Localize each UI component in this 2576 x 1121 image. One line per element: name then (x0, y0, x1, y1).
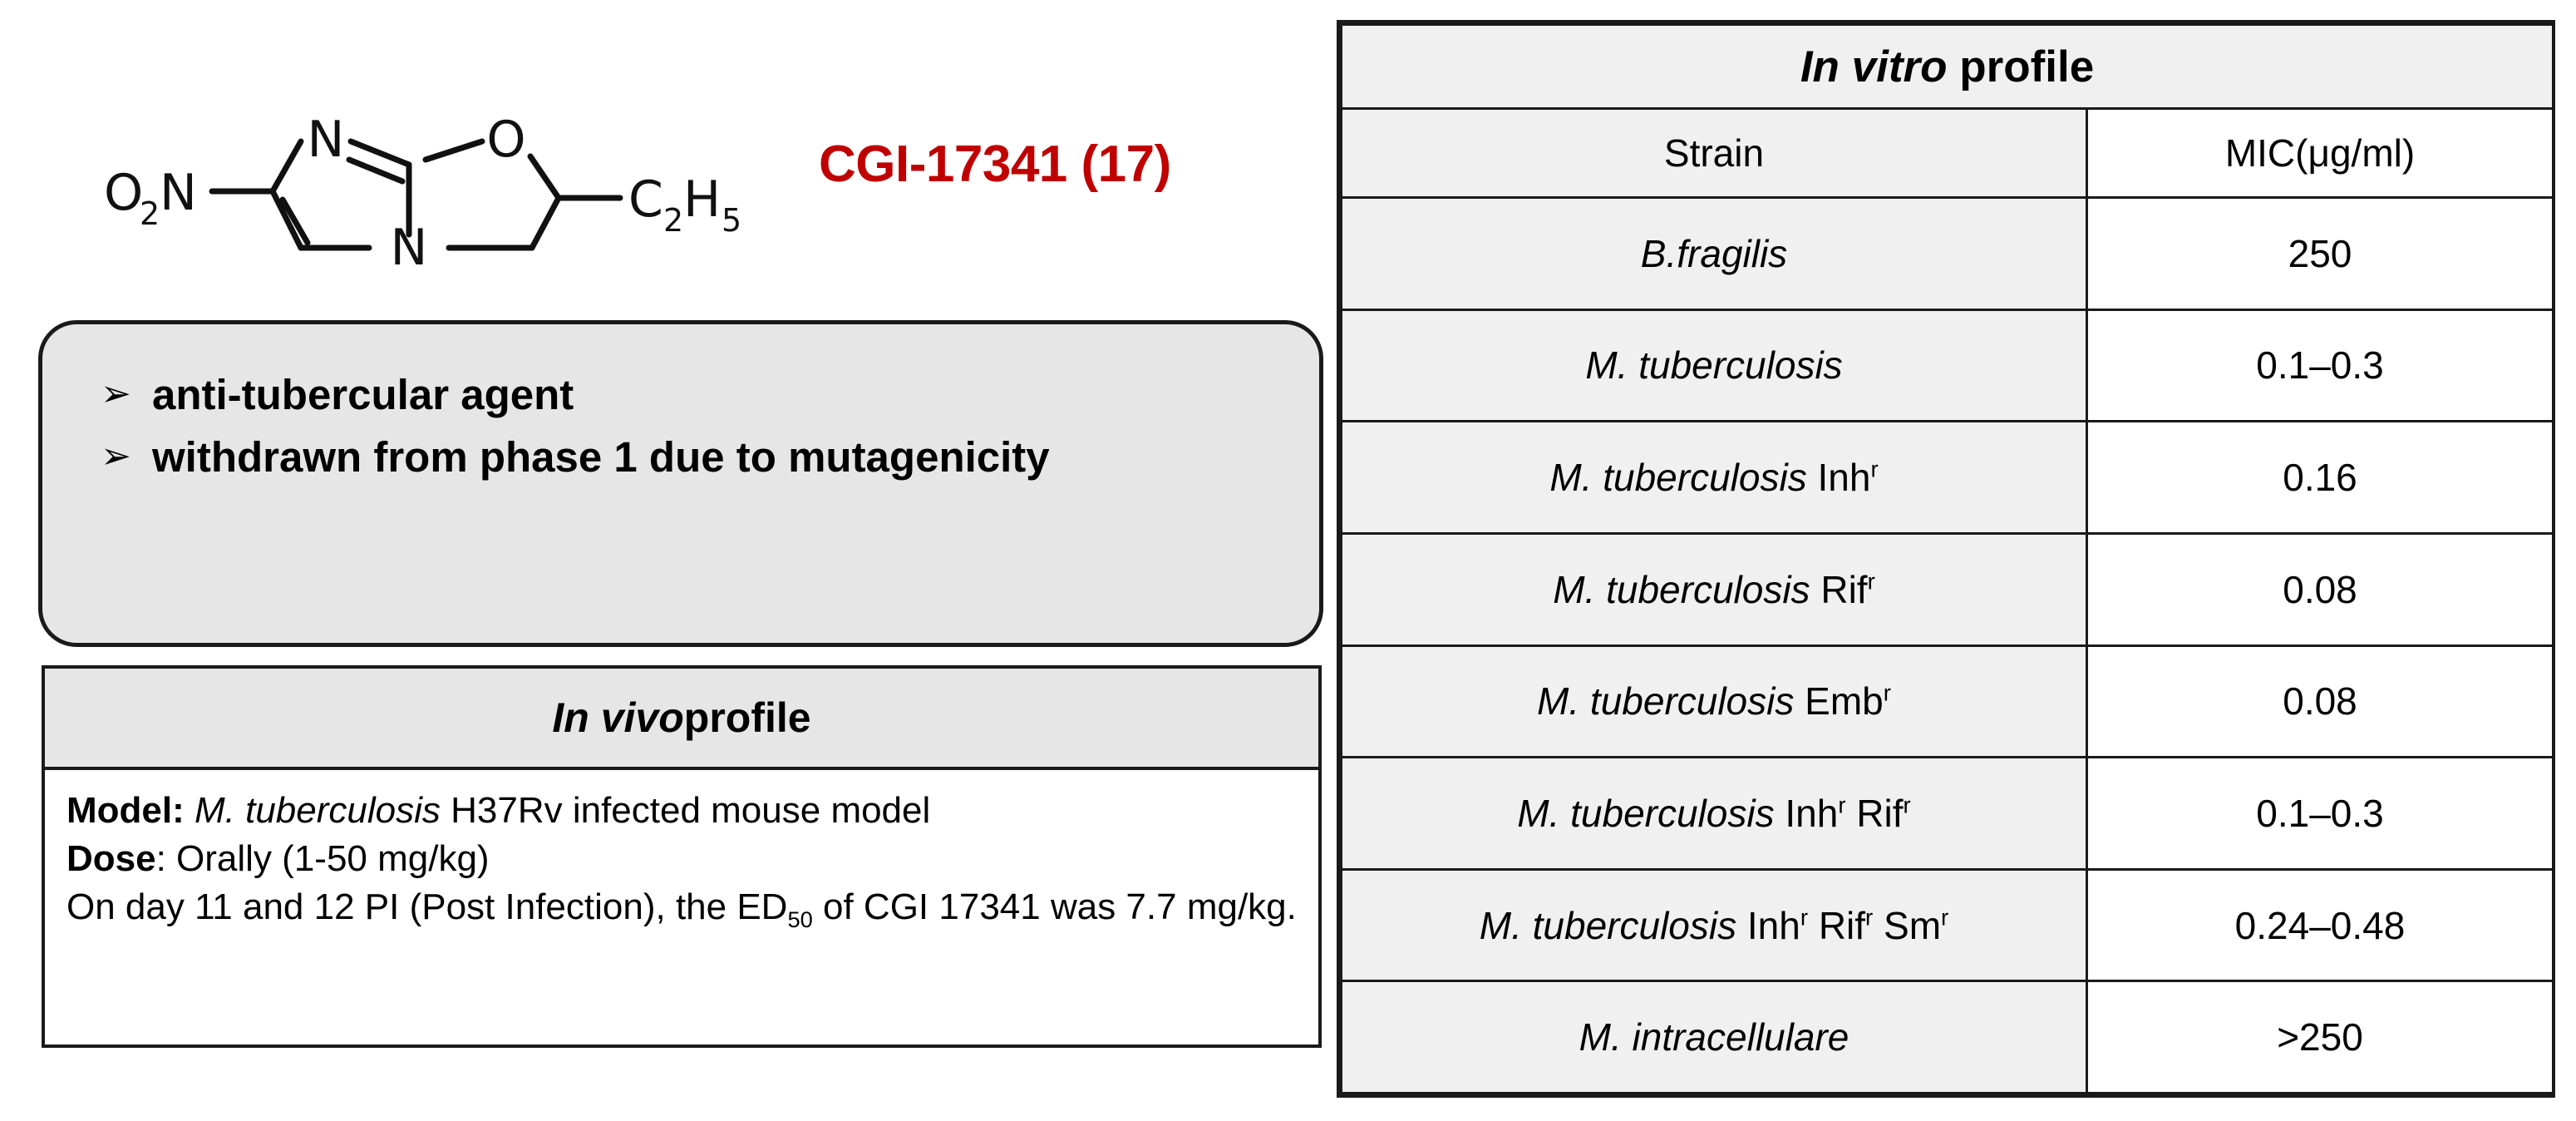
in-vivo-model-rest: H37Rv infected mouse model (440, 790, 931, 831)
table-header-row: Strain MIC(μg/ml) (1340, 107, 2554, 199)
key-facts-callout-box: ➢ anti-tubercular agent ➢ withdrawn from… (38, 320, 1323, 647)
svg-text:N: N (160, 164, 197, 222)
cell-strain: M. tuberculosis Embr (1340, 644, 2088, 759)
cell-mic: 0.24–0.48 (2086, 867, 2554, 983)
in-vivo-ed50-pre: On day 11 and 12 PI (Post Infection), th… (66, 886, 788, 928)
in-vivo-title-rest: profile (683, 694, 811, 741)
resistance-marker: Inhr Rifr (1774, 791, 1911, 835)
cell-strain: M. tuberculosis Rifr (1340, 531, 2088, 647)
in-vitro-title-rest: profile (1947, 42, 2095, 91)
in-vivo-title-italic: In vivo (552, 694, 684, 741)
in-vivo-model-organism: M. tuberculosis (184, 790, 441, 831)
svg-text:2: 2 (140, 195, 160, 232)
svg-text:O: O (104, 164, 143, 222)
in-vivo-profile-box: In vivo profile Model: M. tuberculosis H… (42, 665, 1322, 1048)
table-title-row: In vitro profile (1340, 23, 2554, 110)
resistance-marker: Rifr (1810, 567, 1875, 611)
cell-mic: 0.08 (2086, 531, 2554, 647)
atom-label-n-top: N (308, 111, 345, 169)
cell-mic: 0.1–0.3 (2086, 308, 2554, 423)
in-vivo-profile-body: Model: M. tuberculosis H37Rv infected mo… (45, 770, 1318, 935)
in-vivo-profile-title: In vivo profile (45, 669, 1318, 770)
cell-strain: M. tuberculosis (1340, 308, 2088, 423)
table-row: M. intracellulare>250 (1340, 980, 2554, 1094)
svg-text:C: C (628, 170, 663, 229)
in-vitro-title-italic: In vitro (1800, 42, 1948, 91)
list-item-label: anti-tubercular agent (152, 371, 574, 418)
in-vivo-dose-rest: : Orally (1-50 mg/kg) (155, 838, 490, 880)
in-vivo-model-label: Model: (66, 790, 185, 831)
cell-strain: M. intracellulare (1340, 980, 2088, 1094)
resistance-marker: Inhr (1806, 456, 1879, 500)
ethyl-group-label: C 2 H 5 (628, 170, 741, 239)
atom-label-n-bottom: N (391, 219, 428, 277)
in-vivo-ed50-post: of CGI 17341 was 7.7 mg/kg. (812, 886, 1297, 928)
cell-strain: B.fragilis (1340, 196, 2088, 311)
cell-strain: M. tuberculosis Inhr Rifr (1340, 756, 2088, 871)
svg-text:H: H (683, 170, 721, 229)
atom-label-o: O (486, 111, 525, 169)
cell-mic: >250 (2086, 980, 2554, 1094)
in-vitro-profile-title: In vitro profile (1340, 23, 2554, 110)
cell-mic: 0.08 (2086, 644, 2554, 759)
arrow-bullet-icon: ➢ (101, 373, 131, 414)
in-vivo-dose-label: Dose (66, 838, 156, 880)
svg-text:5: 5 (722, 202, 741, 239)
svg-text:2: 2 (663, 202, 683, 239)
column-header-mic: MIC(μg/ml) (2086, 107, 2554, 199)
molecule-structure-icon: N O N O 2 N C 2 H 5 (104, 111, 741, 277)
nitro-group-label: O 2 N (104, 164, 197, 232)
resistance-marker: Inhr Rifr Smr (1736, 903, 1949, 947)
list-item: ➢ anti-tubercular agent (101, 368, 1286, 422)
cell-mic: 0.1–0.3 (2086, 756, 2554, 871)
in-vivo-ed50-subscript: 50 (787, 906, 813, 932)
resistance-marker: Embr (1794, 679, 1891, 723)
in-vitro-profile-table: In vitro profile Strain MIC(μg/ml) B.fra… (1337, 20, 2555, 1098)
left-panel: N O N O 2 N C 2 H 5 CGI-17341 (17) ➢ ant (33, 58, 1323, 1048)
compound-name-label: CGI-17341 (17) (819, 136, 1171, 193)
in-vivo-dose-line: Dose: Orally (1-50 mg/kg) (66, 835, 1297, 883)
in-vivo-ed50-paragraph: On day 11 and 12 PI (Post Infection), th… (66, 883, 1297, 935)
cell-mic: 250 (2086, 196, 2554, 311)
cell-strain: M. tuberculosis Inhr (1340, 420, 2088, 535)
in-vivo-model-line: Model: M. tuberculosis H37Rv infected mo… (66, 787, 1297, 835)
cell-mic: 0.16 (2086, 420, 2554, 535)
list-item: ➢ withdrawn from phase 1 due to mutageni… (101, 430, 1286, 484)
cell-strain: M. tuberculosis Inhr Rifr Smr (1340, 867, 2088, 983)
column-header-strain: Strain (1340, 107, 2088, 199)
list-item-label: withdrawn from phase 1 due to mutagenici… (152, 433, 1050, 481)
chemical-structure-area: N O N O 2 N C 2 H 5 CGI-17341 (17) (33, 58, 1313, 299)
arrow-bullet-icon: ➢ (101, 436, 131, 477)
